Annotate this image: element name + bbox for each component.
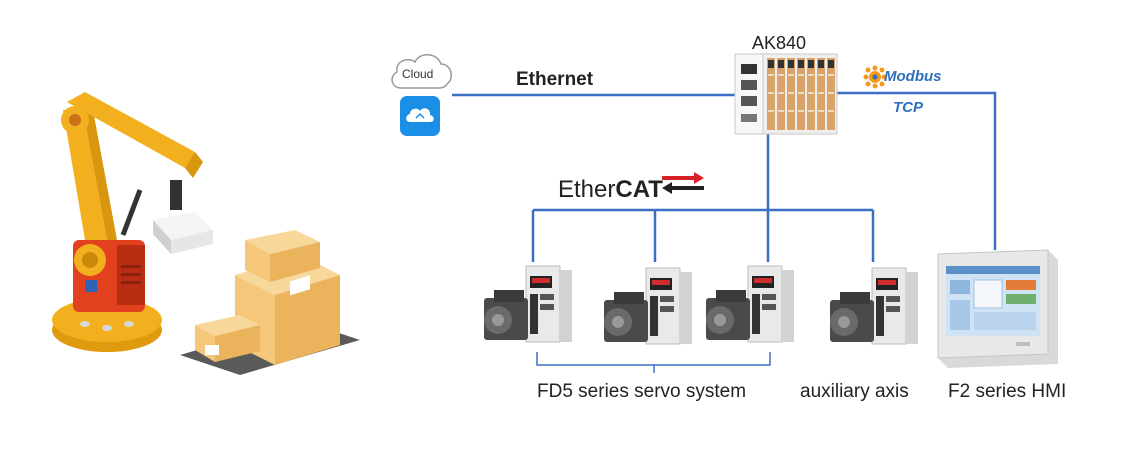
cloud-label: Cloud <box>402 67 434 81</box>
ethernet-label: Ethernet <box>516 69 594 90</box>
tcp-label: TCP <box>893 99 923 116</box>
ethercat-logo: EtherCAT <box>558 176 663 204</box>
servo-motor-icon <box>484 265 572 343</box>
servo-motor-icon <box>604 267 692 345</box>
ethercat-suffix: CAT <box>615 176 663 203</box>
servo-motor-icon <box>706 265 794 343</box>
modbus-line <box>835 91 997 250</box>
cloud-app-icon <box>400 96 440 136</box>
auxiliary-axis-caption: auxiliary axis <box>800 381 909 402</box>
cloud-icon <box>391 54 452 89</box>
hmi-panel-icon <box>937 249 1058 368</box>
ethercat-prefix: Ether <box>558 176 616 203</box>
servo-group-caption: FD5 series servo system <box>537 381 747 402</box>
servo-motor-icon <box>830 267 918 345</box>
plc-controller-icon <box>734 53 838 135</box>
controller-label: AK840 <box>752 33 807 53</box>
hmi-caption: F2 series HMI <box>948 381 1067 402</box>
modbus-logo-icon <box>863 65 887 89</box>
robot-arm-icon <box>52 92 213 352</box>
modbus-label: Modbus <box>884 68 942 85</box>
ethercat-arrows-icon <box>662 172 704 194</box>
boxes-icon <box>180 230 360 375</box>
servo-group-bracket <box>536 352 771 366</box>
